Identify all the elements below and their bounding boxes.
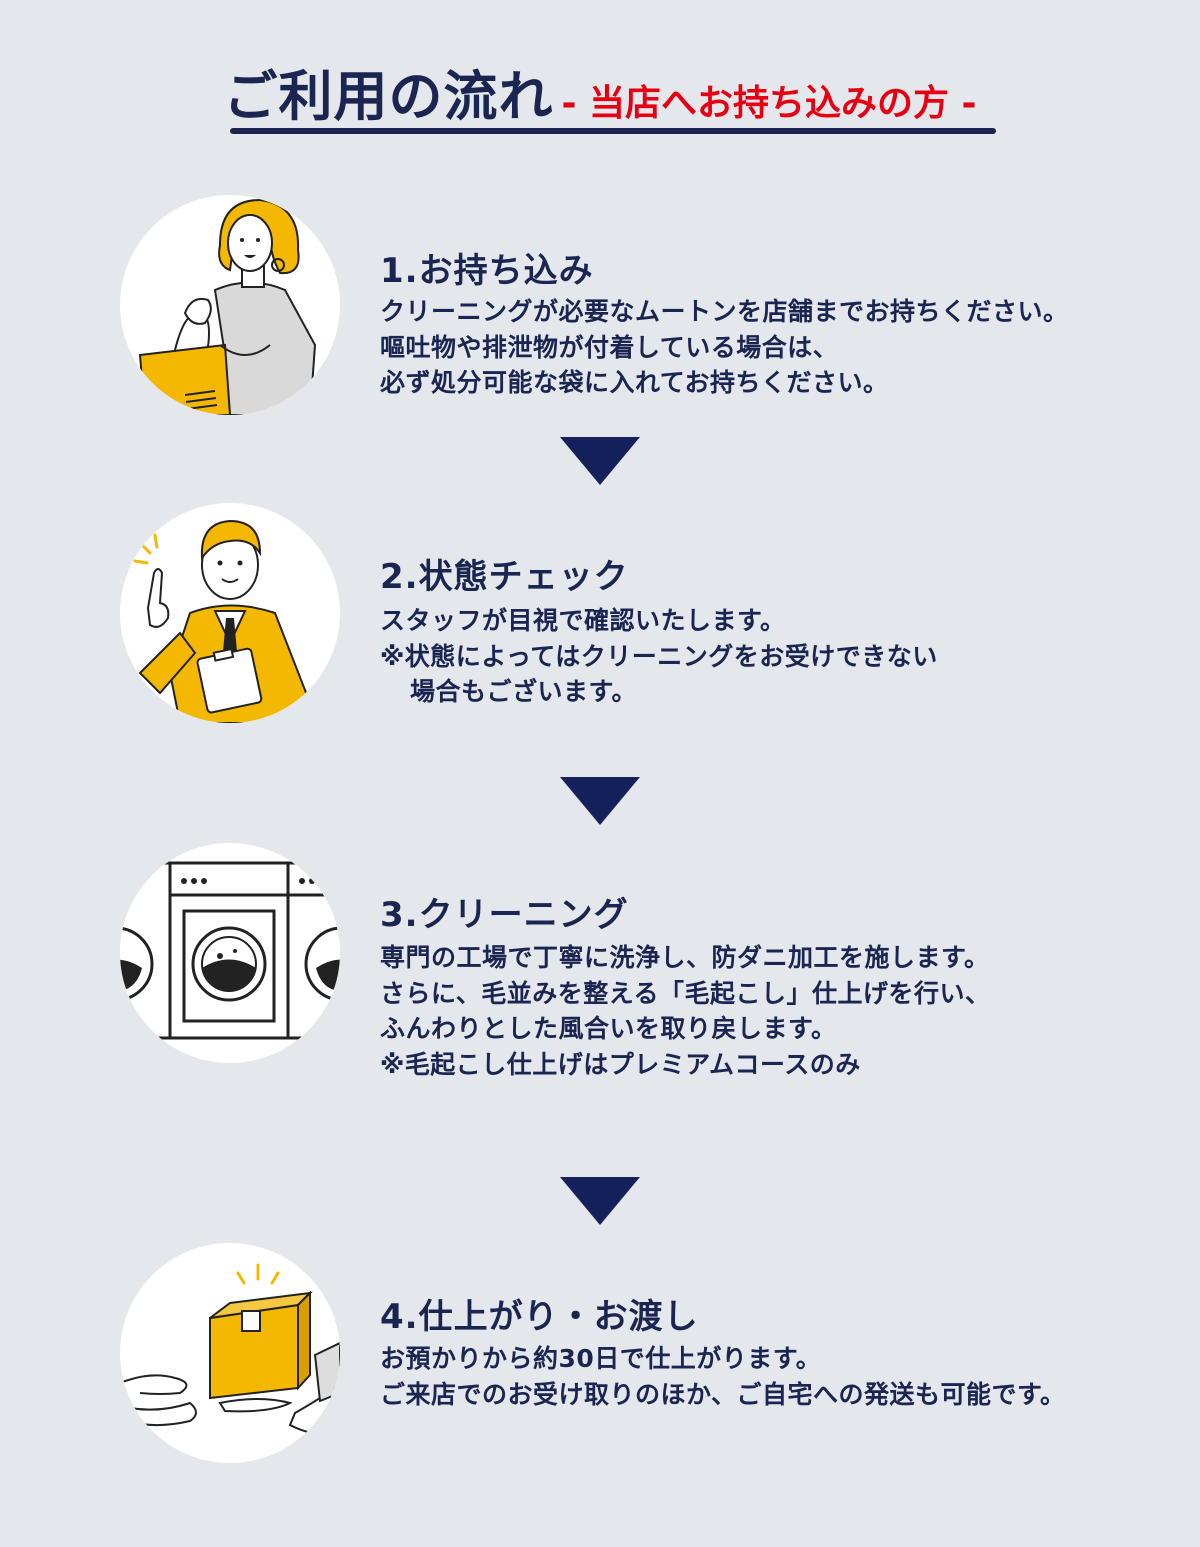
title-underline xyxy=(230,128,996,134)
washing-machine-icon xyxy=(120,843,340,1063)
step-2-line-2: ※状態によってはクリーニングをお受けできない xyxy=(380,641,938,671)
page-subtitle: - 当店へお持ち込みの方 - xyxy=(561,83,977,124)
step-3-line-4: ※毛起こし仕上げはプレミアムコースのみ xyxy=(380,1049,861,1079)
step-4-title: 4.仕上がり・お渡し xyxy=(380,1297,699,1337)
step-2-title: 2.状態チェック xyxy=(380,557,629,597)
step-3-line-1: 専門の工場で丁寧に洗浄し、防ダニ加工を施します。 xyxy=(380,943,990,972)
package-handover-icon xyxy=(120,1243,340,1463)
step-3-line-3: ふんわりとした風合いを取り戻します。 xyxy=(380,1014,837,1043)
down-arrow-icon xyxy=(560,777,640,825)
step-3-title: 3.クリーニング xyxy=(380,895,629,935)
down-arrow-icon xyxy=(560,437,640,485)
shopping-woman-icon xyxy=(120,195,340,415)
step-1-title: 1.お持ち込み xyxy=(380,251,594,291)
step-1-line-2: 嘔吐物や排泄物が付着している場合は、 xyxy=(380,332,839,362)
step-3-line-2: さらに、毛並みを整える「毛起こし」仕上げを行い、 xyxy=(380,978,991,1008)
down-arrow-icon xyxy=(560,1177,640,1225)
staff-checking-icon xyxy=(120,503,340,723)
step-4-line-1: お預かりから約30日で仕上がります。 xyxy=(380,1344,822,1373)
page-title: ご利用の流れ xyxy=(223,65,554,128)
step-1-line-1: クリーニングが必要なムートンを店舗までお持ちください。 xyxy=(380,297,1069,326)
step-2-line-3: 場合もございます。 xyxy=(410,677,638,706)
step-4-description: お預かりから約30日で仕上がります。 ご来店でのお受け取りのほか、ご自宅への発送… xyxy=(380,1341,1066,1412)
step-4-line-2: ご来店でのお受け取りのほか、ご自宅への発送も可能です。 xyxy=(380,1379,1066,1409)
step-1-line-3: 必ず処分可能な袋に入れてお持ちください。 xyxy=(380,368,889,397)
step-2-description: スタッフが目視で確認いたします。 ※状態によってはクリーニングをお受けできない … xyxy=(380,603,938,710)
step-1-description: クリーニングが必要なムートンを店舗までお持ちください。 嘔吐物や排泄物が付着して… xyxy=(380,294,1069,401)
step-2-line-1: スタッフが目視で確認いたします。 xyxy=(380,606,786,635)
page-header: ご利用の流れ- 当店へお持ち込みの方 - xyxy=(0,52,1200,131)
step-3-description: 専門の工場で丁寧に洗浄し、防ダニ加工を施します。 さらに、毛並みを整える「毛起こ… xyxy=(380,940,991,1082)
